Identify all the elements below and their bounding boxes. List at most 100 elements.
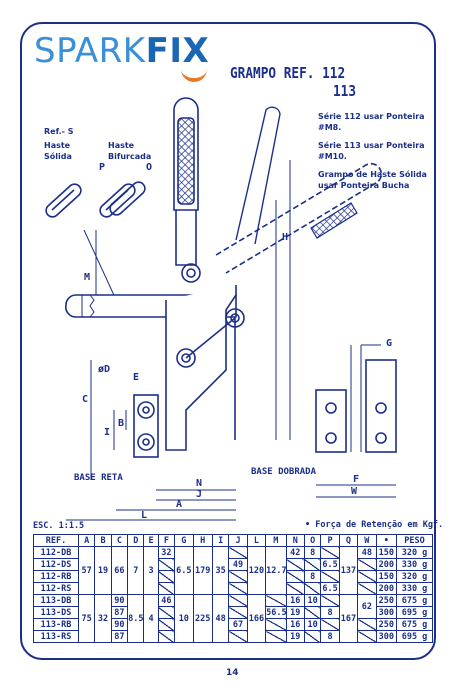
col-header: Q bbox=[338, 534, 359, 547]
dim-label-c: C bbox=[82, 394, 88, 405]
table-cell: 46 bbox=[157, 594, 176, 607]
table-cell: 150 bbox=[375, 546, 398, 559]
table-cell: 19 bbox=[285, 606, 305, 619]
note-serie-112: Série 112 usar Ponteira #M8. bbox=[318, 111, 425, 133]
dim-label-m: M bbox=[84, 272, 90, 283]
table-cell: 7 bbox=[127, 546, 145, 595]
table-row: 112-DB 57 19 66 7 3 32 6.5 179 35 120 12… bbox=[33, 546, 433, 595]
table-cell: 330 g bbox=[396, 558, 433, 571]
table-cell: 6.5 bbox=[320, 558, 340, 571]
table-cell: 49 bbox=[228, 558, 248, 571]
note-haste-bifurcada: Haste Bifurcada bbox=[108, 140, 151, 162]
table-cell: 250 bbox=[375, 594, 398, 607]
note-serie-113: Série 113 usar Ponteira #M10. bbox=[318, 140, 425, 162]
col-header: M bbox=[265, 534, 287, 547]
dim-label-i: I bbox=[104, 427, 110, 438]
table-cell: 16 bbox=[285, 618, 305, 631]
table-cell: 225 bbox=[192, 594, 213, 643]
table-cell: 166 bbox=[246, 594, 267, 643]
table-cell: 75 bbox=[77, 594, 96, 643]
table-cell: 90 bbox=[110, 618, 129, 631]
table-cell: 137 bbox=[338, 546, 359, 595]
table-cell bbox=[157, 630, 176, 643]
page-frame bbox=[20, 22, 436, 660]
table-cell bbox=[265, 618, 287, 631]
table-cell bbox=[357, 618, 377, 631]
table-cell bbox=[285, 570, 305, 583]
col-header: • bbox=[375, 534, 398, 547]
table-cell bbox=[285, 558, 305, 571]
table-cell: 250 bbox=[375, 618, 398, 631]
table-cell bbox=[320, 546, 340, 559]
page-number: 14 bbox=[226, 668, 239, 678]
table-cell bbox=[265, 630, 287, 643]
col-header: W bbox=[357, 534, 377, 547]
table-cell bbox=[157, 582, 176, 595]
table-cell: 42 bbox=[285, 546, 305, 559]
table-cell: 695 g bbox=[396, 630, 433, 643]
col-header: E bbox=[143, 534, 159, 547]
note-serie-112-line2: #M8. bbox=[318, 123, 342, 132]
table-cell: 32 bbox=[94, 594, 112, 643]
col-header: H bbox=[192, 534, 213, 547]
table-cell bbox=[228, 570, 248, 583]
table-cell: 57 bbox=[77, 546, 96, 595]
table-cell: 87 bbox=[110, 606, 129, 619]
specification-table: REF. A B C D E F G H I J L M N O P Q W •… bbox=[33, 534, 433, 643]
table-cell: 120 bbox=[246, 546, 267, 595]
table-cell: 112-RB bbox=[33, 570, 79, 583]
table-cell bbox=[357, 558, 377, 571]
table-cell bbox=[228, 546, 248, 559]
force-label: • Força de Retenção em Kgf. bbox=[305, 520, 444, 530]
dim-label-n: N bbox=[196, 478, 202, 489]
table-cell: 10 bbox=[174, 594, 194, 643]
table-cell: 66 bbox=[110, 546, 129, 595]
note-haste-bifurcada-line1: Haste bbox=[108, 141, 135, 150]
table-cell: 320 g bbox=[396, 546, 433, 559]
col-header: P bbox=[320, 534, 340, 547]
table-cell bbox=[228, 630, 248, 643]
note-grampo-line1: Grampo de Haste Sólida bbox=[318, 170, 427, 179]
col-header: F bbox=[157, 534, 176, 547]
table-cell bbox=[265, 594, 287, 607]
table-cell bbox=[157, 618, 176, 631]
table-cell: 56.5 bbox=[265, 606, 287, 619]
table-cell bbox=[303, 582, 322, 595]
table-cell: 200 bbox=[375, 558, 398, 571]
table-cell: 113-RB bbox=[33, 618, 79, 631]
note-haste-solida-line2: Sólida bbox=[44, 152, 72, 161]
note-serie-113-line1: Série 113 usar Ponteira bbox=[318, 141, 425, 150]
table-cell: 62 bbox=[357, 594, 377, 619]
table-cell: 300 bbox=[375, 606, 398, 619]
table-cell: 8 bbox=[320, 630, 340, 643]
table-cell: 8.5 bbox=[127, 594, 145, 643]
table-cell: 150 bbox=[375, 570, 398, 583]
table-row: 113-DB 75 32 90 8.5 4 46 10 225 48 166 1… bbox=[33, 594, 433, 643]
table-header-row: REF. A B C D E F G H I J L M N O P Q W •… bbox=[33, 534, 433, 547]
table-cell: 67 bbox=[228, 618, 248, 631]
technical-drawing: P O M G H øD E C I B N J A L F W BASE RE… bbox=[45, 97, 397, 521]
col-header: REF. bbox=[33, 534, 79, 547]
table-cell: 179 bbox=[192, 546, 213, 595]
table-cell: 200 bbox=[375, 582, 398, 595]
table-cell: 113-RS bbox=[33, 630, 79, 643]
table-cell: 90 bbox=[110, 594, 129, 607]
handle-up-icon bbox=[173, 97, 199, 266]
note-haste-solida-line1: Haste bbox=[44, 141, 71, 150]
table-cell bbox=[320, 594, 340, 607]
table-row: 112-RB 8 150 320 g bbox=[33, 570, 433, 583]
table-cell bbox=[357, 630, 377, 643]
table-cell: 675 g bbox=[396, 594, 433, 607]
dim-label-w: W bbox=[351, 486, 358, 497]
table-cell: 48 bbox=[211, 594, 230, 643]
page-title: GRAMPO REF. 112 bbox=[230, 64, 346, 82]
col-header: D bbox=[127, 534, 145, 547]
table-cell: 3 bbox=[143, 546, 159, 595]
col-header: A bbox=[77, 534, 96, 547]
col-header: I bbox=[211, 534, 230, 547]
col-header: N bbox=[285, 534, 305, 547]
dim-label-o: O bbox=[146, 162, 152, 173]
table-cell: 330 g bbox=[396, 582, 433, 595]
note-grampo: Grampo de Haste Sólida usar Ponteira Buc… bbox=[318, 169, 427, 191]
table-cell bbox=[357, 582, 377, 595]
